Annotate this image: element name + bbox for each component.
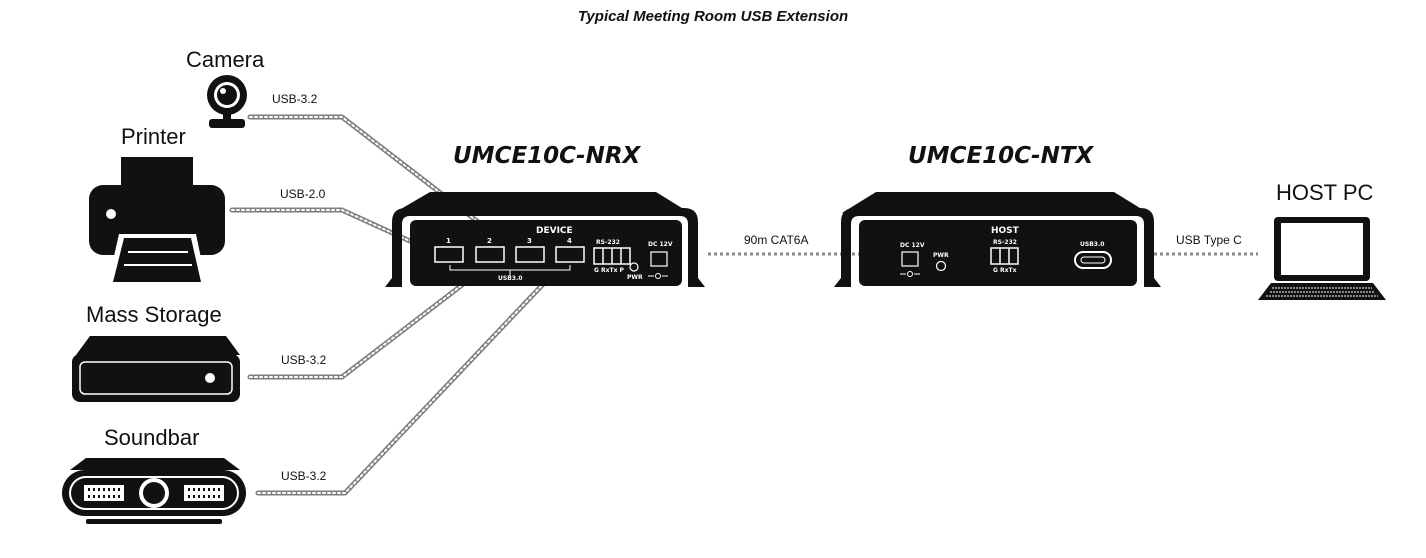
soundbar-label: Soundbar: [104, 425, 200, 450]
diagram-title: Typical Meeting Room USB Extension: [577, 8, 849, 25]
printer-icon: [89, 157, 225, 287]
usb-port-1: [434, 246, 464, 263]
host-pc-label: HOST PC: [1276, 180, 1374, 205]
usb-port-2: [475, 246, 505, 263]
usb-port-3: [515, 246, 545, 263]
camera-label: Camera: [186, 47, 265, 72]
rs232-pins-label: G RxTx: [993, 267, 1017, 274]
mass-storage-label: Mass Storage: [86, 302, 222, 327]
dc-jack: [650, 251, 668, 267]
pwr-label: PWR: [627, 274, 643, 281]
dc-label: DC 12V: [900, 242, 925, 249]
cat6a-link-label: 90m CAT6A: [744, 233, 809, 247]
rs232-pins-label: G RxTx P: [594, 267, 624, 274]
usb-label: USB3.0: [1080, 241, 1105, 248]
port-label-4: 4: [567, 237, 572, 245]
dc-label: DC 12V: [648, 241, 673, 248]
printer-label: Printer: [121, 124, 186, 149]
camera-cable-label: USB-3.2: [272, 92, 318, 106]
transmitter-model: UMCE10C-NTX: [908, 143, 1094, 169]
power-led: [935, 260, 947, 272]
rs232-label: RS-232: [596, 239, 620, 246]
port-label-1: 1: [446, 237, 451, 245]
receiver-model: UMCE10C-NRX: [453, 143, 641, 169]
mass-storage-cable-label: USB-3.2: [281, 353, 327, 367]
port-label-3: 3: [527, 237, 532, 245]
host-link-label: USB Type C: [1176, 233, 1242, 247]
soundbar-cable-label: USB-3.2: [281, 469, 327, 483]
laptop-icon: [1258, 217, 1386, 300]
camera-icon: [207, 75, 247, 128]
printer-cable-label: USB-2.0: [280, 187, 326, 201]
hard-drive-icon: [72, 336, 240, 402]
pwr-label: PWR: [933, 252, 949, 259]
receiver-device: [385, 192, 705, 287]
port-label-2: 2: [487, 237, 492, 245]
receiver-panel-title: DEVICE: [536, 226, 573, 236]
usb-cables: [229, 114, 569, 496]
dc-jack: [901, 251, 919, 267]
rs232-label: RS-232: [993, 239, 1017, 246]
soundbar-icon: [62, 458, 246, 524]
usb-c-port: [1074, 251, 1112, 269]
transmitter-panel-title: HOST: [991, 226, 1019, 236]
usb-port-4: [555, 246, 585, 263]
transmitter-device: [834, 192, 1161, 287]
power-led: [629, 262, 639, 272]
usb-group-label: USB3.0: [498, 275, 523, 282]
